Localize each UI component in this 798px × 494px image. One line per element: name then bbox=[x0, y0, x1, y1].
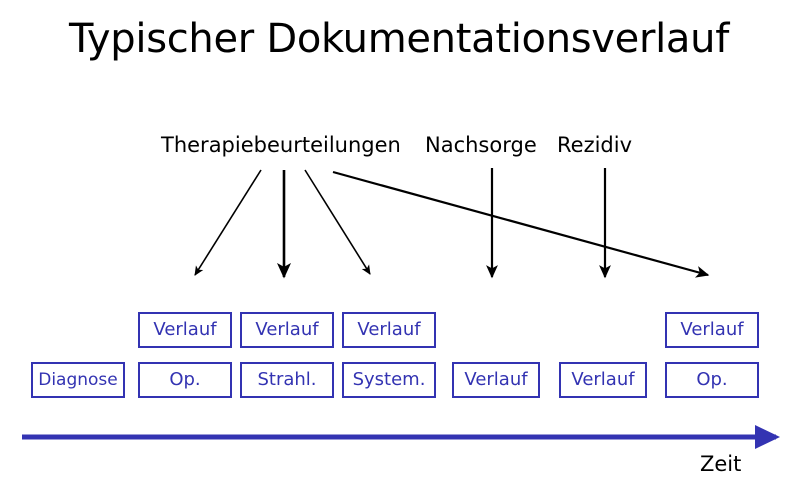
page-title: Typischer Dokumentationsverlauf bbox=[69, 16, 729, 62]
box-top-verlauf-4[interactable]: Verlauf bbox=[665, 312, 759, 348]
time-axis-label: Zeit bbox=[700, 452, 742, 476]
box-bottom-verlauf-1[interactable]: Verlauf bbox=[452, 362, 540, 398]
box-top-verlauf-3[interactable]: Verlauf bbox=[342, 312, 436, 348]
arrow-therapie-right bbox=[304, 169, 371, 275]
box-bottom-diagnose[interactable]: Diagnose bbox=[31, 362, 125, 398]
box-bottom-strahl[interactable]: Strahl. bbox=[240, 362, 334, 398]
box-bottom-op-1[interactable]: Op. bbox=[138, 362, 232, 398]
arrow-therapie-diagonal bbox=[332, 170, 710, 278]
phase-label-rezidiv: Rezidiv bbox=[557, 133, 633, 157]
box-top-verlauf-2[interactable]: Verlauf bbox=[240, 312, 334, 348]
phase-label-therapiebeurteilungen: Therapiebeurteilungen bbox=[161, 133, 401, 157]
phase-label-nachsorge: Nachsorge bbox=[425, 133, 537, 157]
box-bottom-verlauf-2[interactable]: Verlauf bbox=[559, 362, 647, 398]
box-top-verlauf-1[interactable]: Verlauf bbox=[138, 312, 232, 348]
box-bottom-system[interactable]: System. bbox=[342, 362, 436, 398]
arrow-therapie-left bbox=[194, 169, 262, 276]
box-bottom-op-2[interactable]: Op. bbox=[665, 362, 759, 398]
